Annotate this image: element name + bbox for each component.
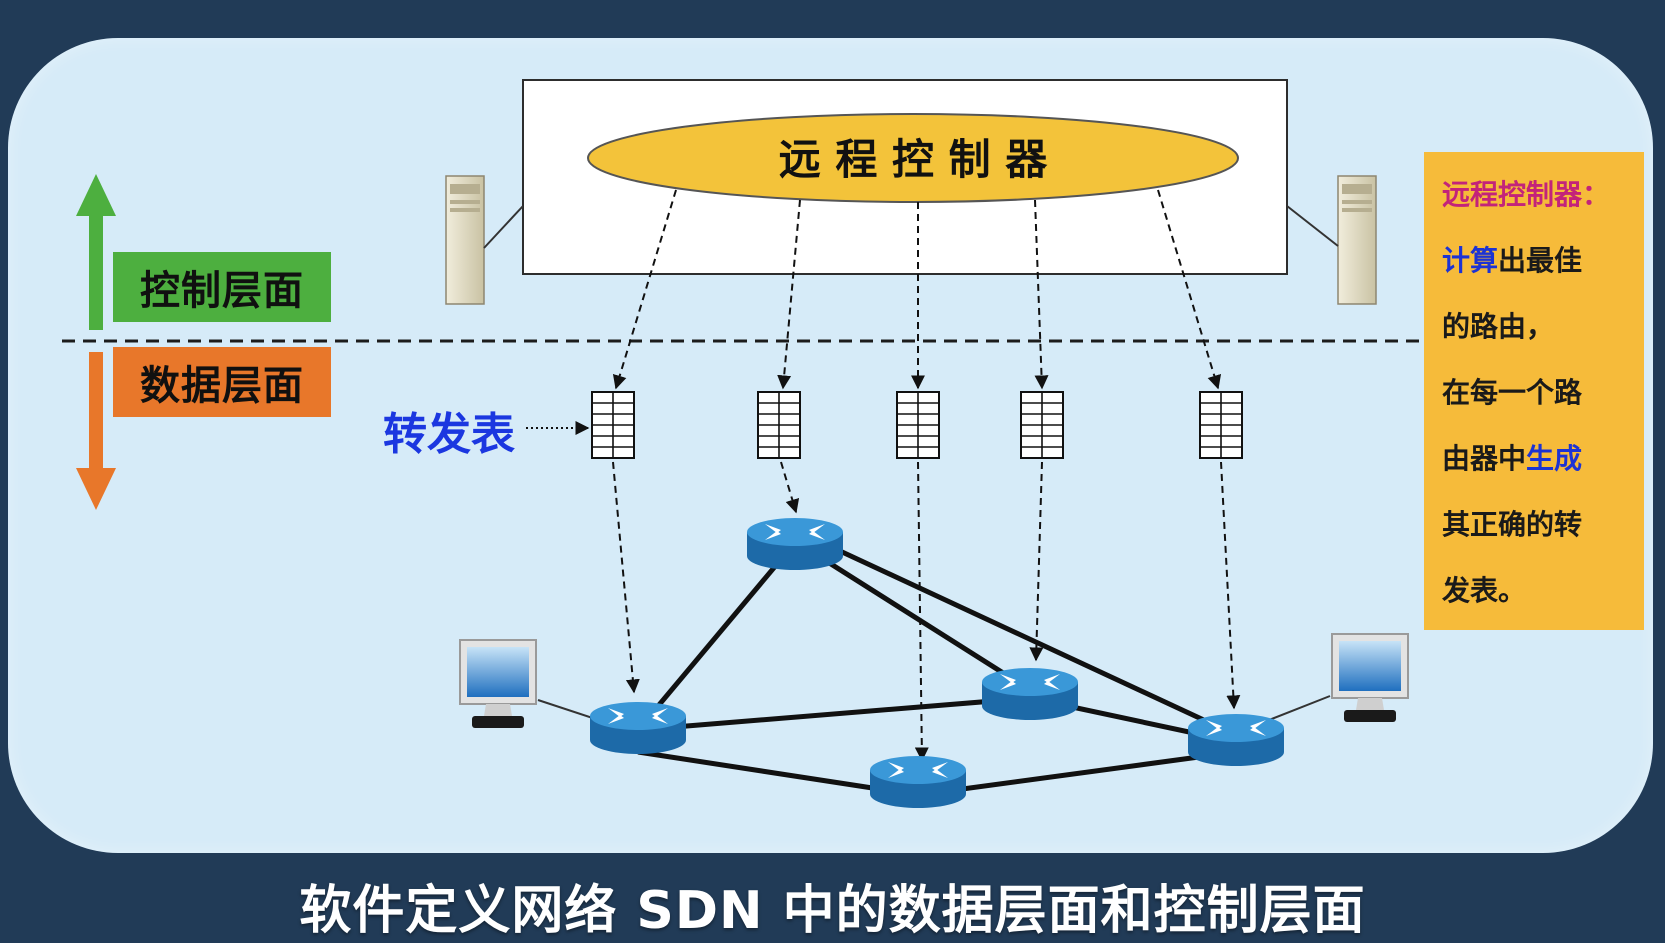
router-icon-middle-right (982, 668, 1078, 720)
right-host-icon (1331, 633, 1409, 723)
down-arrow-icon (76, 352, 116, 510)
note-text: 出最佳 (1498, 244, 1583, 277)
forwarding-table-1 (591, 391, 635, 459)
right-server-link (1286, 205, 1339, 247)
slide-caption: 软件定义网络 SDN 中的数据层面和控制层面 (299, 881, 1366, 941)
forwarding-table-label: 转发表 (383, 409, 515, 460)
control-plane-label: 控制层面 (113, 252, 331, 322)
up-arrow-icon (76, 174, 116, 330)
network-links (636, 535, 1238, 798)
router-icon-top (747, 518, 843, 570)
note-line: 计算出最佳 (1442, 244, 1644, 310)
router-icon-bottom (870, 756, 966, 808)
forwarding-table-2 (757, 391, 801, 459)
left-server-link (483, 205, 524, 249)
forwarding-table-4 (1020, 391, 1064, 459)
note-line: 远程控制器： (1442, 178, 1611, 211)
table-to-router-arrows (612, 461, 1241, 762)
controller-to-table-arrows (612, 189, 1222, 390)
left-host-icon (459, 639, 537, 729)
controller-label: 远 程 控 制 器 (779, 135, 1048, 184)
note-line: 发表。 (1442, 574, 1527, 607)
left-server-icon (445, 175, 485, 305)
forwarding-table-3 (896, 391, 940, 459)
note-highlight: 计算 (1442, 244, 1499, 277)
note-text: 由器中 (1442, 442, 1527, 475)
forwarding-table-5 (1199, 391, 1243, 459)
right-server-icon (1337, 175, 1377, 305)
router-icon-right (1188, 714, 1284, 766)
controller-ellipse (587, 113, 1239, 203)
note-highlight: 生成 (1526, 442, 1583, 475)
note-line: 其正确的转 (1442, 508, 1583, 541)
data-plane-label: 数据层面 (113, 347, 331, 417)
router-icon-left (590, 702, 686, 754)
note-line: 由器中生成 (1442, 442, 1644, 508)
controller-note: 远程控制器： 计算出最佳 的路由， 在每一个路 由器中生成 其正确的转 发表。 (1424, 152, 1644, 630)
note-line: 在每一个路 (1442, 376, 1583, 409)
note-line: 的路由， (1442, 310, 1555, 343)
